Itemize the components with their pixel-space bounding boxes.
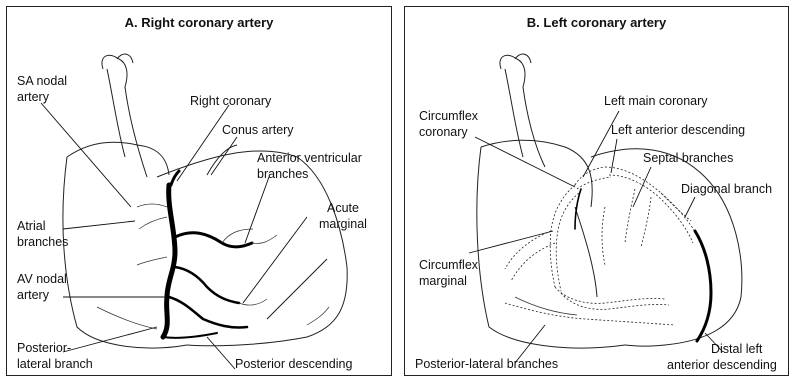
- label-posterior-lateral-line2: lateral branch: [17, 357, 93, 371]
- label-circumflex-marginal-line1: Circumflex: [419, 258, 479, 272]
- label-posterior-lateral-branches: Posterior-lateral branches: [415, 357, 558, 371]
- label-diagonal-branch: Diagonal branch: [681, 182, 772, 196]
- right-coronary-heart-diagram: SA nodal artery Right coronary Conus art…: [7, 7, 393, 377]
- label-posterior-lateral-line1: Posterior-: [17, 341, 71, 355]
- label-circumflex-coronary-line2: coronary: [419, 125, 468, 139]
- leader-lines-b: [469, 111, 723, 363]
- panel-left-coronary-artery: B. Left coronary artery: [404, 6, 789, 376]
- label-atrial-line2: branches: [17, 235, 68, 249]
- label-septal-branches: Septal branches: [643, 151, 733, 165]
- label-anterior-ventricular-line1: Anterior ventricular: [257, 151, 362, 165]
- label-atrial-line1: Atrial: [17, 219, 45, 233]
- label-distal-lad-line1: Distal left: [711, 342, 763, 356]
- panel-right-coronary-artery: A. Right coronary artery: [6, 6, 392, 376]
- leader-lines-a: [41, 103, 327, 369]
- label-circumflex-marginal-line2: marginal: [419, 274, 467, 288]
- label-conus-artery: Conus artery: [222, 123, 294, 137]
- label-av-nodal-line1: AV nodal: [17, 272, 67, 286]
- rca-vessels: [137, 171, 277, 338]
- label-acute-marginal-line2: marginal: [319, 217, 367, 231]
- label-distal-lad-line2: anterior descending: [667, 358, 777, 372]
- left-coronary-heart-diagram: Circumflex coronary Left main coronary L…: [405, 7, 790, 377]
- label-acute-marginal-line1: Acute: [327, 201, 359, 215]
- label-circumflex-coronary-line1: Circumflex: [419, 109, 479, 123]
- label-left-anterior-descending: Left anterior descending: [611, 123, 745, 137]
- label-left-main-coronary: Left main coronary: [604, 94, 708, 108]
- label-av-nodal-line2: artery: [17, 288, 50, 302]
- label-anterior-ventricular-line2: branches: [257, 167, 308, 181]
- label-sa-nodal-line2: artery: [17, 90, 50, 104]
- label-posterior-descending: Posterior descending: [235, 357, 352, 371]
- label-sa-nodal-line1: SA nodal: [17, 74, 67, 88]
- label-right-coronary: Right coronary: [190, 94, 272, 108]
